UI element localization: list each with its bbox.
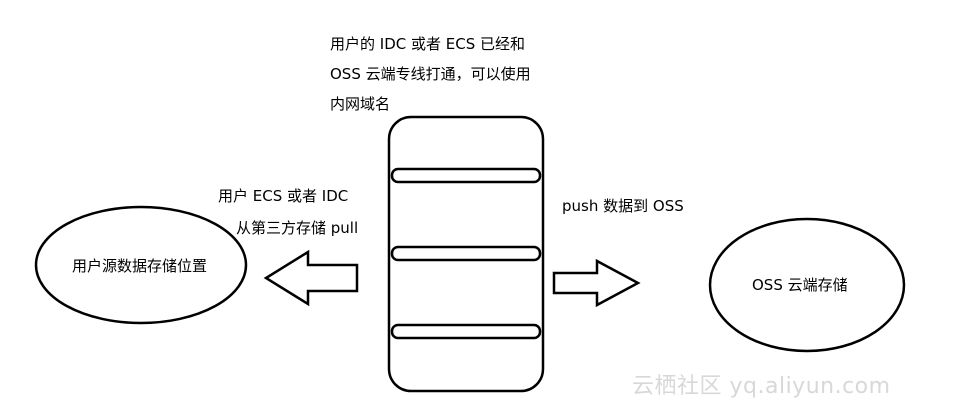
source-storage-ellipse — [34, 205, 248, 325]
oss-storage-ellipse — [708, 217, 906, 353]
watermark: 云栖社区 yq.aliyun.com — [632, 374, 891, 399]
right-note: push 数据到 OSS — [562, 197, 684, 215]
server-rack-slot-1 — [390, 167, 542, 184]
left-note-line-2: 从第三方存储 pull — [236, 219, 359, 237]
left-note-line-1: 用户 ECS 或者 IDC — [218, 187, 349, 205]
source-storage-label: 用户源数据存储位置 — [72, 257, 208, 275]
pull-arrow — [263, 249, 359, 307]
top-note-line-3: 内网域名 — [330, 95, 391, 113]
push-arrow — [552, 258, 641, 308]
server-rack — [387, 115, 545, 393]
server-rack-slot-2 — [390, 245, 542, 262]
top-note-line-1: 用户的 IDC 或者 ECS 已经和 — [330, 35, 525, 53]
server-rack-body — [387, 115, 545, 393]
top-note-line-2: OSS 云端专线打通，可以使用 — [330, 65, 531, 83]
server-rack-slot-3 — [390, 323, 542, 340]
oss-storage-label: OSS 云端存储 — [752, 276, 848, 294]
